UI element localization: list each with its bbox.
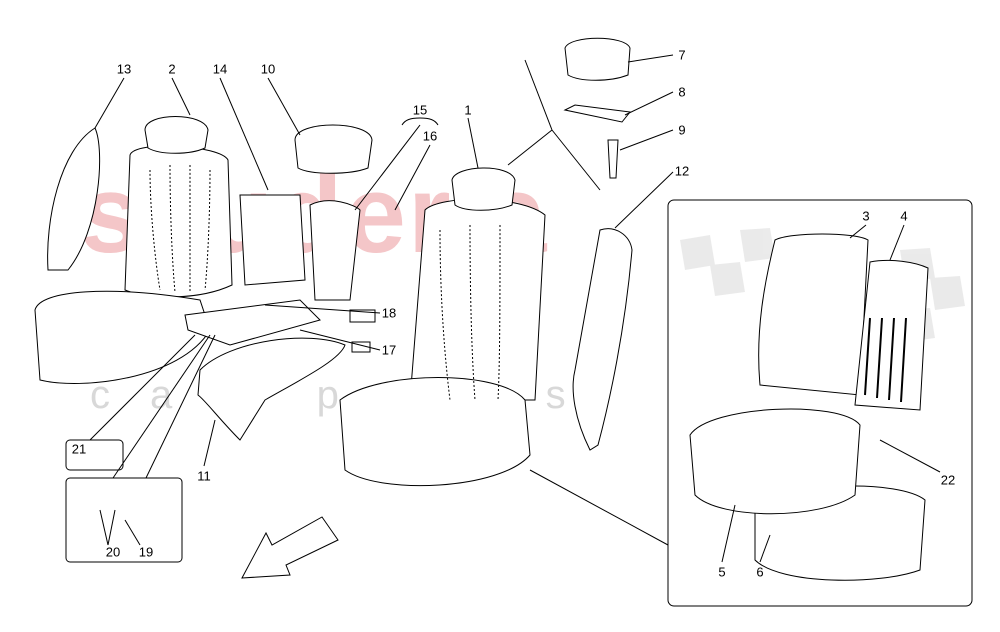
callout-11: 11	[197, 468, 211, 484]
part-2-seat-cushion	[34, 290, 211, 384]
callout-2: 2	[168, 61, 176, 77]
callout-21: 21	[71, 441, 87, 457]
callout-18: 18	[381, 305, 397, 321]
part-3-backrest-cover	[758, 233, 869, 396]
callout-5: 5	[718, 564, 726, 580]
callout-13: 13	[116, 61, 132, 77]
callout-8: 8	[678, 84, 686, 100]
part-2-headrest	[144, 116, 209, 154]
callout-1: 1	[464, 102, 472, 118]
part-18	[349, 309, 376, 323]
callout-9: 9	[678, 122, 686, 138]
callout-17: 17	[381, 342, 397, 358]
part-1-seat-cushion	[339, 377, 531, 487]
part-8-plate	[563, 104, 631, 123]
part-12-side-panel	[572, 228, 633, 451]
callout-20: 20	[105, 544, 121, 560]
direction-arrow-icon	[241, 516, 339, 579]
leader-lines	[89, 54, 941, 563]
part-13-side-panel	[47, 127, 101, 271]
inset-19-20	[65, 477, 183, 563]
callout-16: 16	[422, 128, 438, 144]
part-4-backrest-frame	[854, 259, 929, 411]
callout-15: 15	[412, 102, 428, 118]
inset-seat-components	[667, 199, 973, 607]
part-7-headrest	[564, 37, 631, 81]
callout-19: 19	[138, 544, 154, 560]
callout-7: 7	[678, 47, 686, 63]
callout-22: 22	[940, 472, 956, 488]
callout-3: 3	[862, 208, 870, 224]
part-2-seat-back	[124, 145, 233, 298]
part-5-cushion-cover	[689, 408, 861, 515]
part-11-cushion	[197, 337, 346, 441]
part-9-bolt	[607, 139, 619, 179]
callout-14: 14	[212, 61, 228, 77]
part-1-headrest	[451, 167, 516, 211]
callout-6: 6	[756, 564, 764, 580]
callout-4: 4	[900, 208, 908, 224]
callout-12: 12	[674, 163, 690, 179]
inset-21	[65, 439, 124, 471]
callout-10: 10	[260, 61, 276, 77]
part-14-armrest	[239, 194, 306, 286]
part-10-headrest	[294, 124, 373, 174]
part-1-seat-back	[409, 198, 546, 401]
